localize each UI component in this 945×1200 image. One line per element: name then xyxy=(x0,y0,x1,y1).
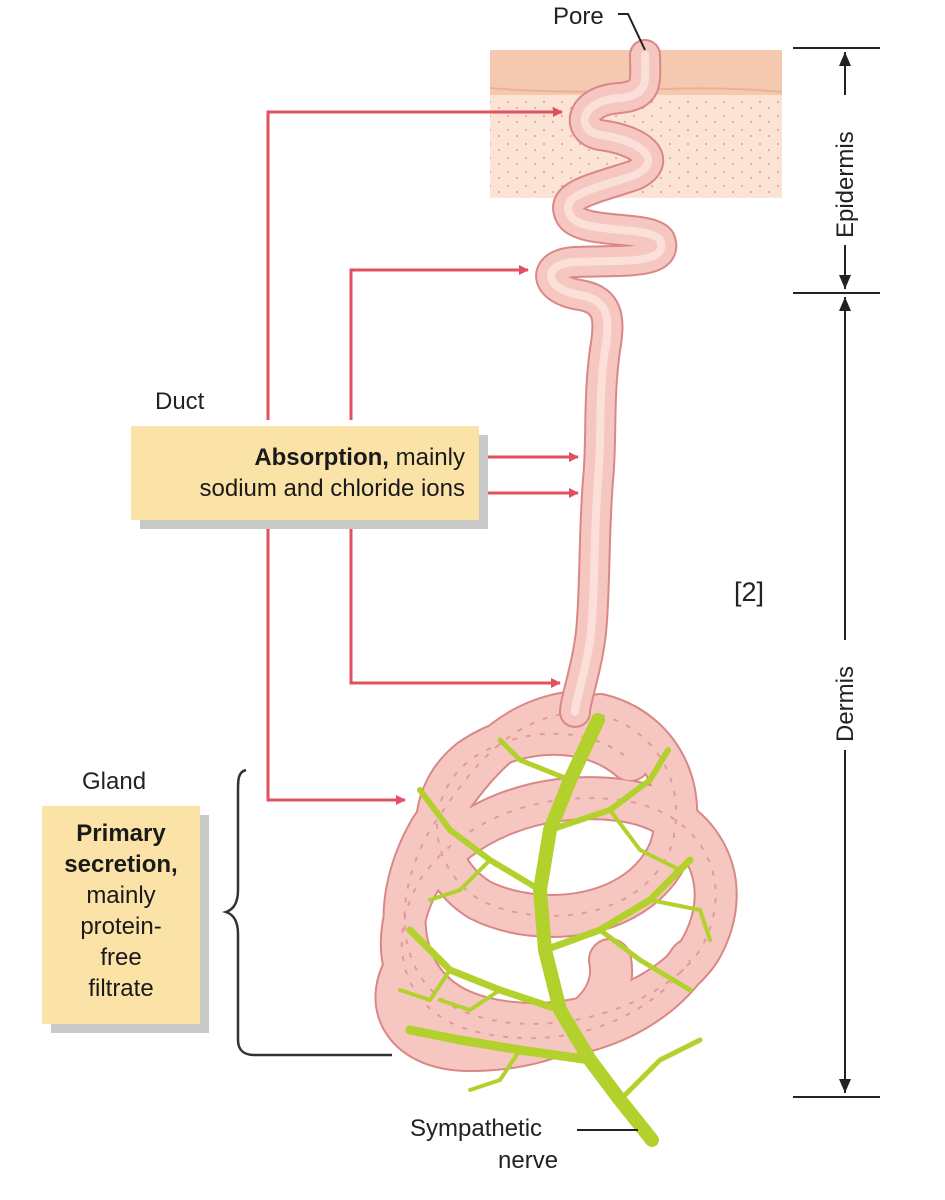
secretion-line-2: secretion, xyxy=(64,851,178,878)
epidermis-label-group: Epidermis xyxy=(831,100,859,240)
gland-brace xyxy=(222,768,392,1057)
epidermis-bottom-arrowhead xyxy=(839,275,851,289)
arrow-to-mid-duct xyxy=(349,265,529,420)
arrow-to-gland xyxy=(266,526,406,805)
absorption-rest: mainly xyxy=(388,444,465,471)
primary-secretion-box: Primary secretion, mainly protein- free … xyxy=(42,806,200,1024)
secretion-line-5: free xyxy=(100,944,142,971)
pore-leader xyxy=(618,13,646,51)
absorption-line-1: Absorption, mainly xyxy=(131,442,465,473)
arrows xyxy=(266,107,579,805)
sweat-duct xyxy=(535,39,677,728)
dermis-label: Dermis xyxy=(832,666,859,742)
gland-coil xyxy=(374,690,738,1073)
arrow-to-upper-duct xyxy=(266,107,563,420)
secretion-line-1: Primary xyxy=(76,820,166,847)
absorption-box: Absorption, mainly sodium and chloride i… xyxy=(131,426,479,520)
epidermis-label: Epidermis xyxy=(832,131,859,238)
absorption-line-2: sodium and chloride ions xyxy=(199,475,466,502)
secretion-line-4: protein- xyxy=(80,913,162,940)
nerve-label: nerve xyxy=(498,1147,558,1174)
sympathetic-nerve xyxy=(398,713,712,1147)
question-marker: [2] xyxy=(734,577,764,607)
dermis-top-arrowhead xyxy=(839,297,851,311)
secretion-line-3: mainly xyxy=(86,882,156,909)
absorption-bold: Absorption, xyxy=(254,444,389,471)
dermis-label-group: Dermis xyxy=(831,645,859,745)
gland-label: Gland xyxy=(82,768,146,795)
sympathetic-label: Sympathetic xyxy=(410,1115,542,1142)
secretion-line-6: filtrate xyxy=(88,975,154,1002)
arrow-to-lower-duct xyxy=(349,526,561,688)
duct-label: Duct xyxy=(155,388,205,415)
pore-label: Pore xyxy=(553,3,604,30)
dimension-lines xyxy=(793,47,880,1098)
dermis-bottom-arrowhead xyxy=(839,1079,851,1093)
epidermis-top-arrowhead xyxy=(839,52,851,66)
